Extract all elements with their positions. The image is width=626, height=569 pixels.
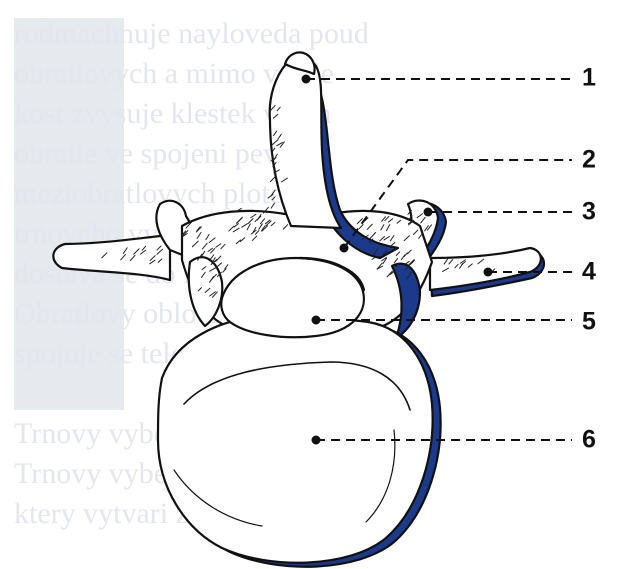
label-number-4: 4 xyxy=(582,258,596,287)
label-dot-spinous-process xyxy=(302,75,311,84)
label-number-1: 1 xyxy=(582,64,596,93)
label-number-5: 5 xyxy=(582,308,596,337)
label-dot-superior-articular-process xyxy=(424,208,433,217)
hatch-stroke xyxy=(272,197,275,200)
label-dot-vertebral-arch xyxy=(340,244,349,253)
label-dot-transverse-process xyxy=(484,268,493,277)
label-number-3: 3 xyxy=(582,198,596,227)
label-dot-vertebral-foramen xyxy=(312,316,321,325)
label-number-2: 2 xyxy=(582,146,596,175)
label-dot-vertebral-body xyxy=(312,436,321,445)
hatch-stroke xyxy=(270,177,275,182)
hatch-stroke xyxy=(271,203,274,208)
left-transverse-process xyxy=(53,235,170,280)
label-number-6: 6 xyxy=(582,426,596,455)
